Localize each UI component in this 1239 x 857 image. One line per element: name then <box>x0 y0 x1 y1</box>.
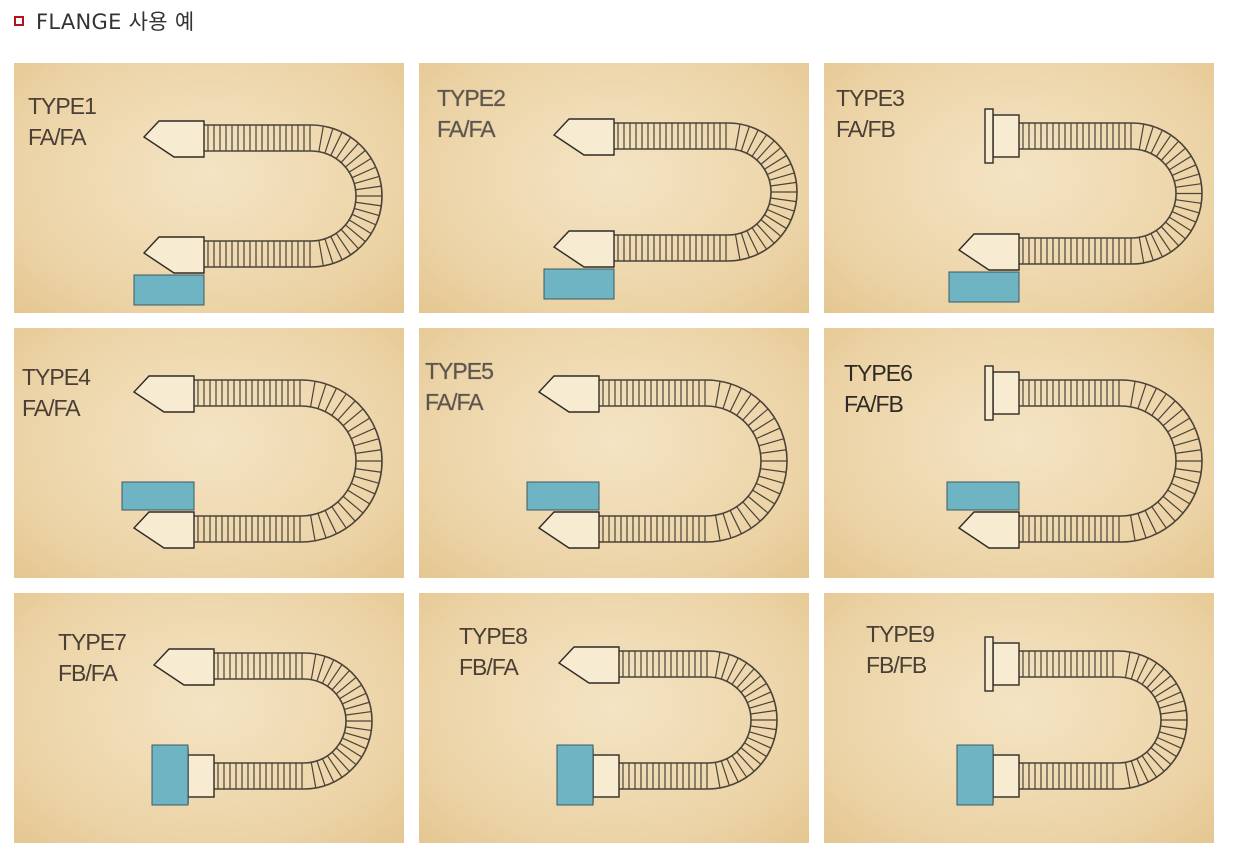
flange-example-type8: TYPE8 FB/FA <box>419 593 809 843</box>
cable-chain-diagram-icon <box>526 375 788 549</box>
flange-code: FA/FA <box>22 395 81 421</box>
cable-chain-diagram-icon <box>946 365 1203 549</box>
cable-chain-diagram-icon <box>151 648 373 806</box>
flange-code: FB/FB <box>866 652 927 678</box>
flange-code: FA/FB <box>844 391 904 417</box>
example-label: TYPE5 FA/FA <box>425 356 494 418</box>
flange-example-type5: TYPE5 FA/FA <box>419 328 809 578</box>
type-name: TYPE3 <box>836 85 905 111</box>
flange-code: FA/FA <box>425 389 484 415</box>
section-header: FLANGE 사용 예 <box>14 6 195 36</box>
type-name: TYPE4 <box>22 364 91 390</box>
type-name: TYPE9 <box>866 621 935 647</box>
example-label: TYPE2 FA/FA <box>437 83 506 145</box>
section-title: FLANGE 사용 예 <box>36 10 195 34</box>
example-label: TYPE8 FB/FA <box>459 621 528 683</box>
cable-chain-diagram-icon <box>956 636 1188 806</box>
type-name: TYPE8 <box>459 623 528 649</box>
flange-code: FA/FB <box>836 116 896 142</box>
example-label: TYPE1 FA/FA <box>28 91 97 153</box>
flange-example-type9: TYPE9 FB/FB <box>824 593 1214 843</box>
type-name: TYPE6 <box>844 360 913 386</box>
cable-chain-diagram-icon <box>121 375 383 549</box>
type-name: TYPE1 <box>28 93 97 119</box>
example-label: TYPE4 FA/FA <box>22 362 91 424</box>
example-label: TYPE7 FB/FA <box>58 627 127 689</box>
flange-example-type4: TYPE4 FA/FA <box>14 328 404 578</box>
type-name: TYPE7 <box>58 629 127 655</box>
flange-example-type3: TYPE3 FA/FB <box>824 63 1214 313</box>
cable-chain-diagram-icon <box>948 108 1203 303</box>
flange-example-type2: TYPE2 FA/FA <box>419 63 809 313</box>
example-label: TYPE6 FA/FB <box>844 358 913 420</box>
square-bullet-icon <box>14 16 24 26</box>
flange-code: FA/FA <box>437 116 496 142</box>
flange-example-type6: TYPE6 FA/FB <box>824 328 1214 578</box>
type-name: TYPE2 <box>437 85 506 111</box>
type-name: TYPE5 <box>425 358 494 384</box>
flange-code: FB/FA <box>58 660 118 686</box>
cable-chain-diagram-icon <box>556 646 778 806</box>
flange-example-type7: TYPE7 FB/FA <box>14 593 404 843</box>
cable-chain-diagram-icon <box>133 120 383 306</box>
flange-example-type1: TYPE1 FA/FA <box>14 63 404 313</box>
example-label: TYPE9 FB/FB <box>866 619 935 681</box>
cable-chain-diagram-icon <box>543 118 798 300</box>
example-label: TYPE3 FA/FB <box>836 83 905 145</box>
flange-examples-grid: TYPE1 FA/FA TYPE2 FA/FA TYPE3 FA/FB TYPE… <box>14 63 1214 843</box>
flange-code: FA/FA <box>28 124 87 150</box>
flange-code: FB/FA <box>459 654 519 680</box>
